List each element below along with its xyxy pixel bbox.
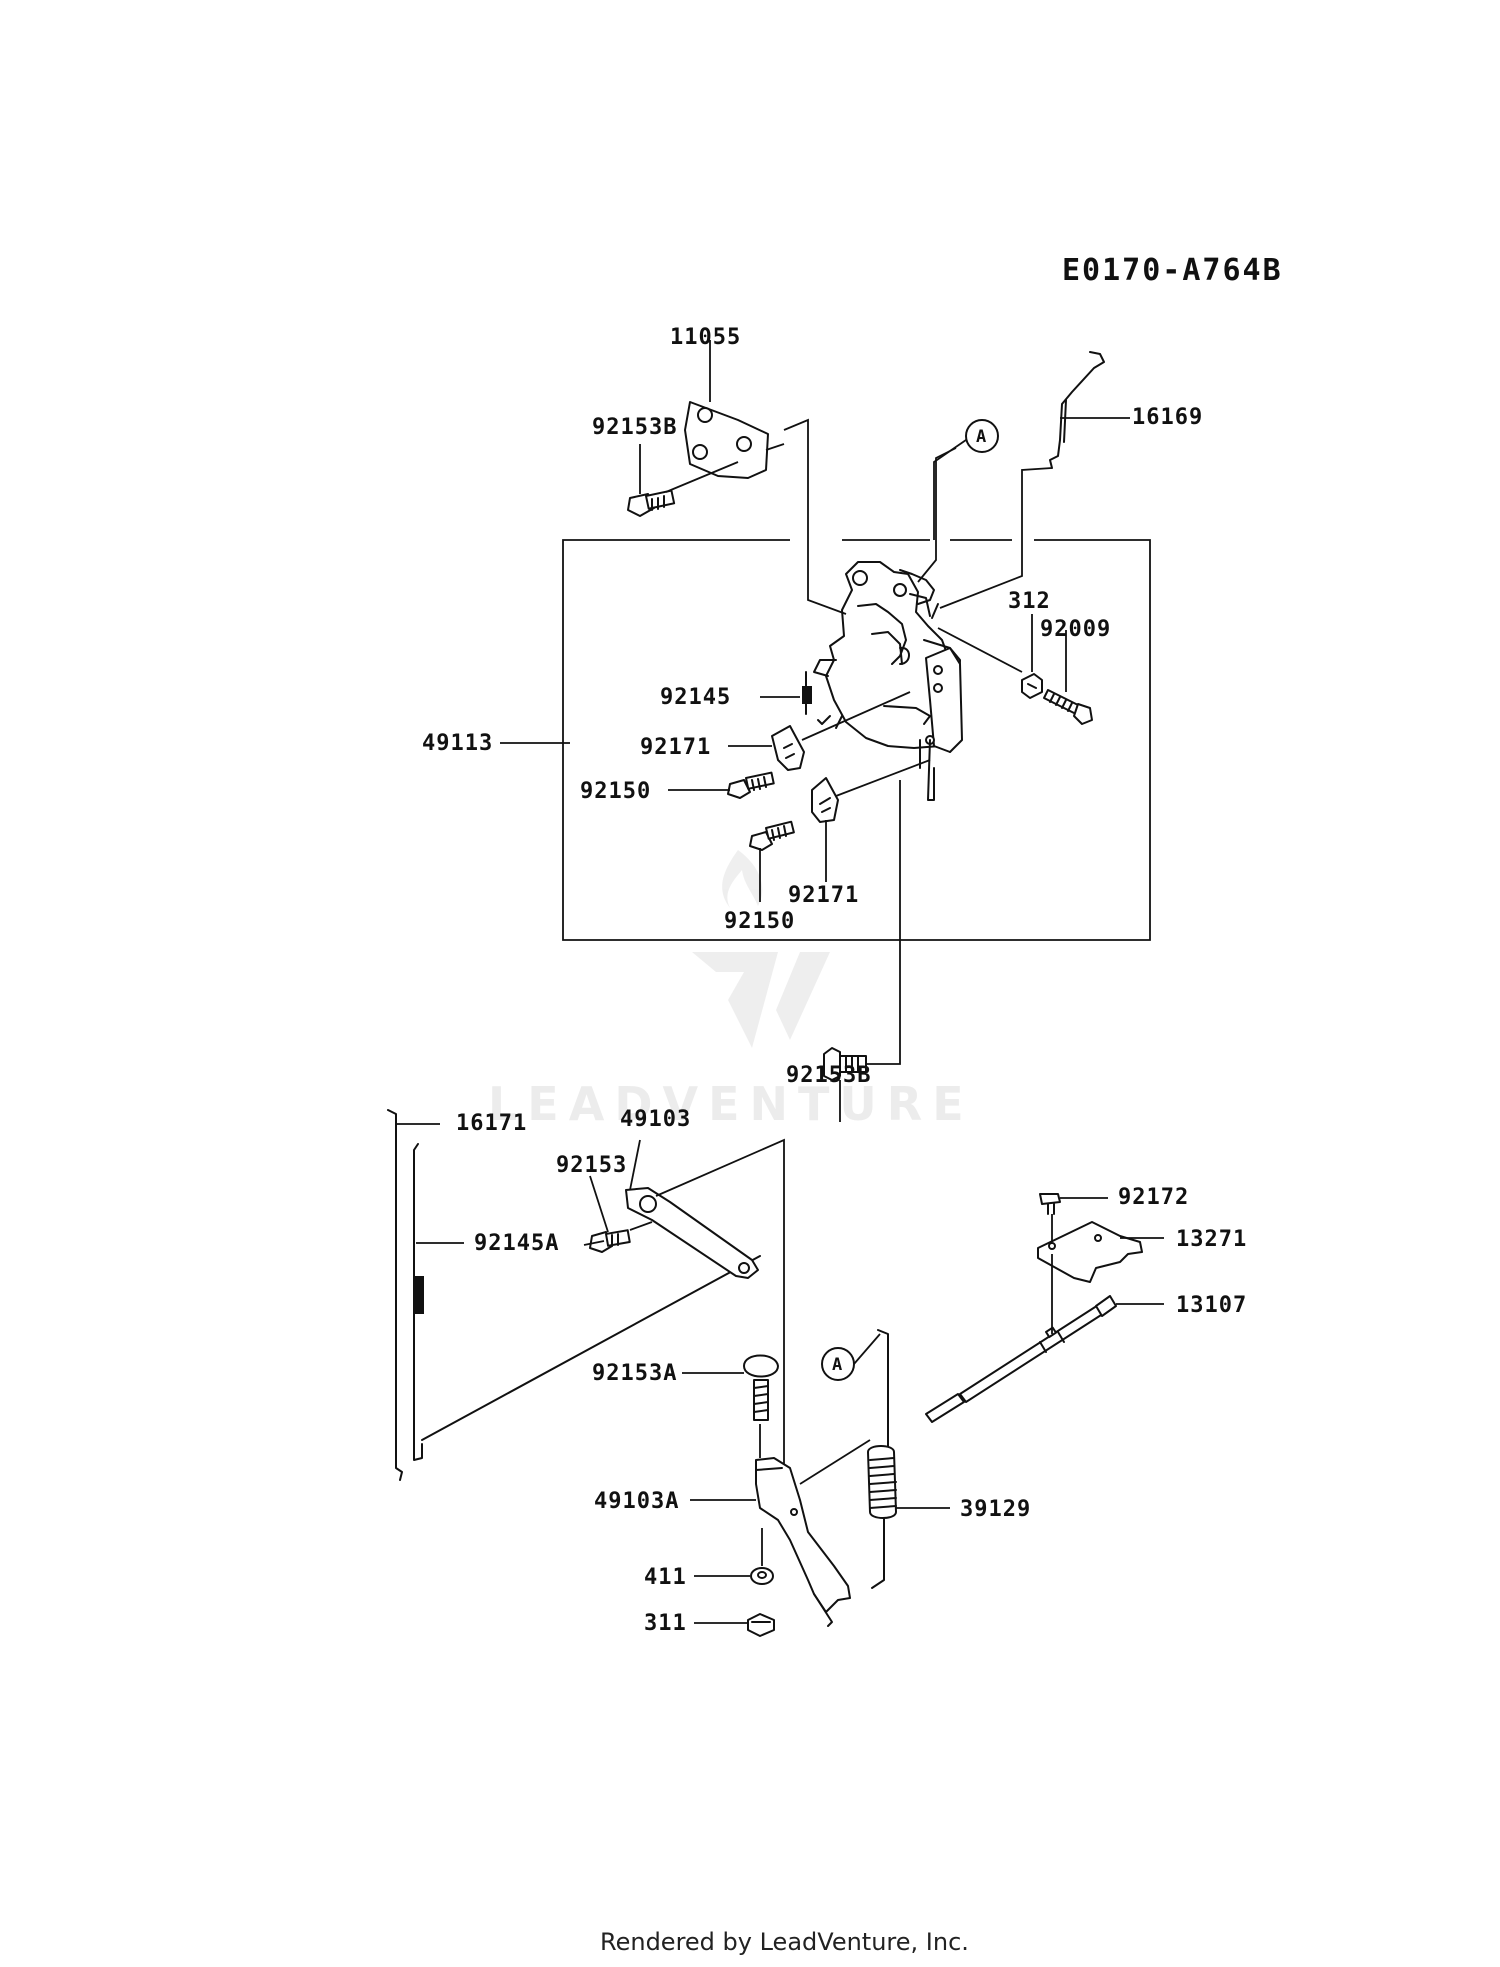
upper-assembly (500, 340, 1151, 1122)
washer-411[interactable] (750, 1528, 774, 1585)
leadventure-watermark: LEADVENTURE (488, 850, 974, 1131)
callout-a-upper[interactable]: A (933, 419, 999, 540)
label-311[interactable]: 311 (644, 1611, 687, 1636)
screw-92172[interactable] (1039, 1193, 1061, 1215)
label-92153B-upper[interactable]: 92153B (592, 415, 677, 440)
label-39129[interactable]: 39129 (960, 1497, 1031, 1522)
rod-16169[interactable] (1049, 351, 1105, 469)
bolt-92150-lower[interactable] (749, 820, 795, 851)
diagram-code: E0170-A764B (1062, 253, 1283, 288)
clip-92171-left[interactable] (771, 725, 805, 771)
lever-49103A[interactable] (755, 1424, 871, 1627)
label-92172[interactable]: 92172 (1118, 1185, 1189, 1210)
bolt-92150-left[interactable] (727, 771, 775, 799)
footer-credit: Rendered by LeadVenture, Inc. (600, 1928, 969, 1956)
callout-a-lower-text: A (832, 1355, 842, 1375)
label-92171-right[interactable]: 92171 (788, 883, 859, 908)
nut-311[interactable] (747, 1613, 775, 1637)
control-bracket-49113[interactable] (813, 561, 963, 801)
spring-39129[interactable] (866, 1329, 898, 1589)
label-11055[interactable]: 11055 (670, 325, 741, 350)
label-92153[interactable]: 92153 (556, 1153, 627, 1178)
rod-16171[interactable] (387, 1109, 403, 1481)
label-411[interactable]: 411 (644, 1565, 687, 1590)
bolt-92153[interactable] (589, 1229, 631, 1253)
part-labels: 11055 92153B 16169 312 92009 92145 49113… (422, 325, 1247, 1636)
label-92145[interactable]: 92145 (660, 685, 731, 710)
lever-49103[interactable] (625, 1187, 759, 1279)
label-92009[interactable]: 92009 (1040, 617, 1111, 642)
bolt-92009[interactable] (1043, 689, 1093, 725)
spring-92145[interactable] (802, 671, 812, 715)
label-13271[interactable]: 13271 (1176, 1227, 1247, 1252)
label-16169[interactable]: 16169 (1132, 405, 1203, 430)
spring-92145A[interactable] (413, 1143, 761, 1461)
plate-13271[interactable] (1037, 1214, 1143, 1283)
lower-assembly (387, 1109, 1164, 1637)
label-16171[interactable]: 16171 (456, 1111, 527, 1136)
label-49103A[interactable]: 49103A (594, 1489, 679, 1514)
label-92150-lower[interactable]: 92150 (724, 909, 795, 934)
bolt-92153B-lower[interactable] (823, 1047, 867, 1081)
label-92153B-lower[interactable]: 92153B (786, 1063, 871, 1088)
label-49103[interactable]: 49103 (620, 1107, 691, 1132)
callout-a-upper-text: A (976, 427, 986, 447)
watermark-text: LEADVENTURE (488, 1077, 974, 1131)
label-92153A[interactable]: 92153A (592, 1361, 677, 1386)
shaft-13107[interactable] (925, 1254, 1117, 1423)
callout-a-lower[interactable]: A (821, 1333, 881, 1381)
label-92171-left[interactable]: 92171 (640, 735, 711, 760)
label-92150-left[interactable]: 92150 (580, 779, 651, 804)
label-49113[interactable]: 49113 (422, 731, 493, 756)
label-13107[interactable]: 13107 (1176, 1293, 1247, 1318)
bolt-92153B-upper[interactable] (627, 489, 676, 517)
bolt-92153A[interactable] (743, 1354, 779, 1421)
label-312[interactable]: 312 (1008, 589, 1051, 614)
label-92145A[interactable]: 92145A (474, 1231, 559, 1256)
